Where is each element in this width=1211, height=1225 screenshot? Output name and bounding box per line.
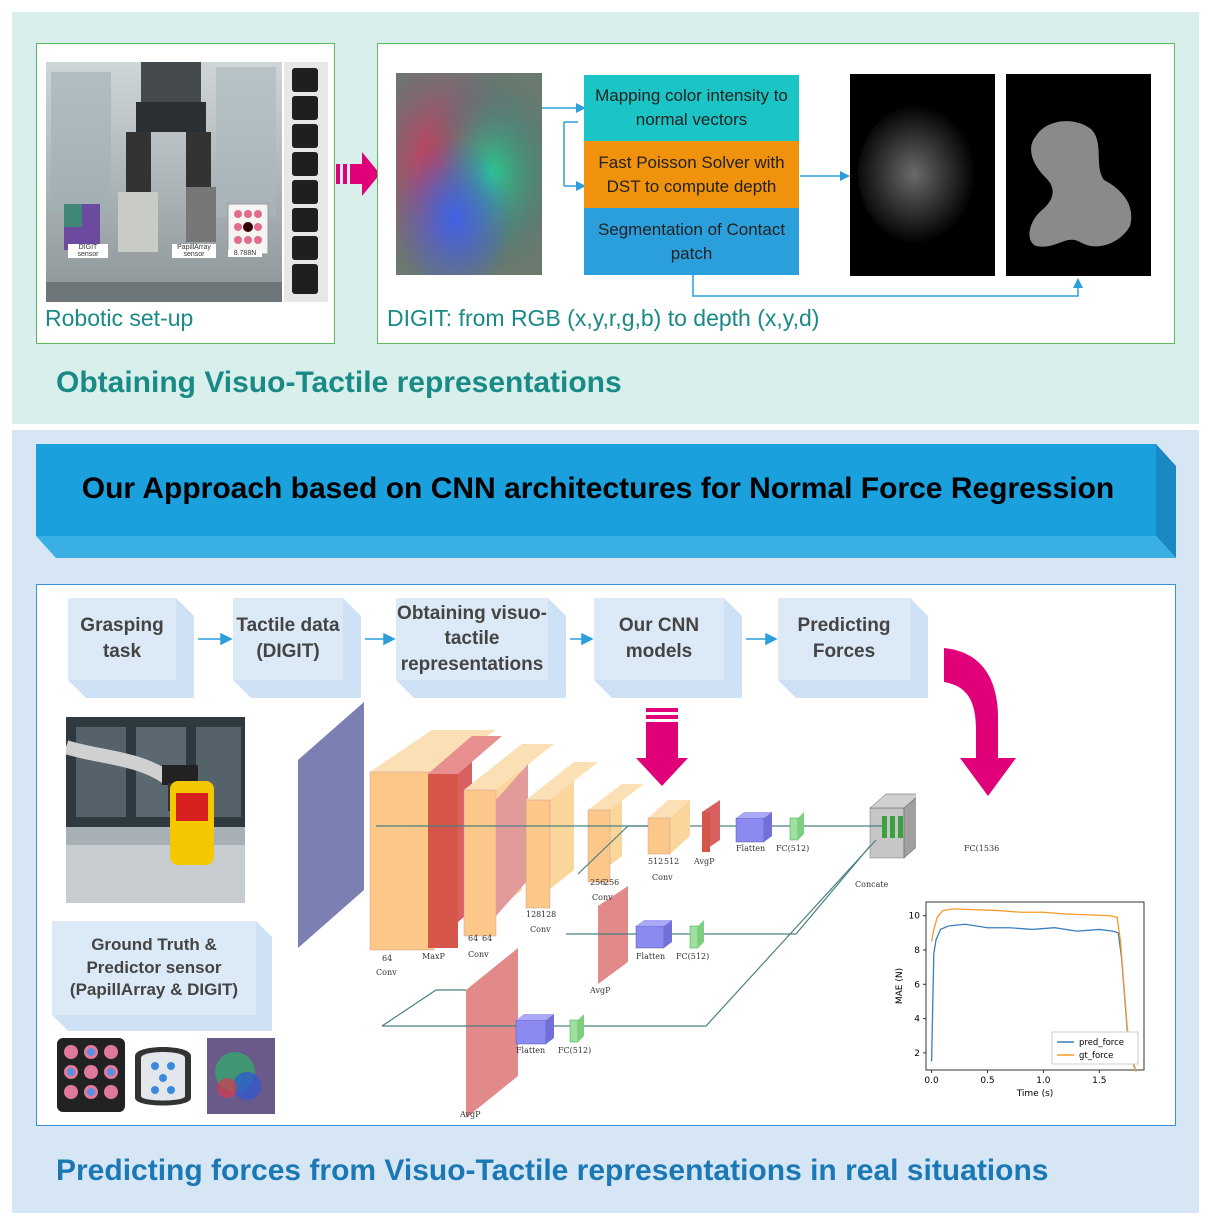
cnn-label-conv-5: Conv	[652, 873, 673, 882]
legend-label: pred_force	[1079, 1038, 1124, 1048]
step-normal-vectors: Mapping color intensity to normal vector…	[584, 75, 799, 141]
cnn-label-conv-1: Conv	[376, 968, 397, 977]
digit-panel-caption: DIGIT: from RGB (x,y,r,g,b) to depth (x,…	[387, 305, 820, 331]
plot-ylabel: MAE (N)	[895, 968, 905, 1004]
cnn-label-avgp-1: AvgP	[694, 857, 715, 866]
cnn-label-flatten-1: Flatten	[736, 844, 766, 853]
magenta-down-arrow-icon	[636, 708, 688, 786]
cnn-label-avgp-3: AvgP	[460, 1110, 481, 1119]
cnn-label-conv-3: Conv	[530, 925, 551, 934]
cnn-label-128b: 128	[541, 910, 557, 919]
pipeline-visuo-tactile: Obtaining visuo-tactile representations	[397, 602, 547, 675]
cnn-architecture-diagram	[298, 702, 916, 1118]
plot-xlabel: Time (s)	[1016, 1089, 1054, 1099]
x-tick-label: 0.0	[924, 1076, 939, 1086]
cnn-label-conv-2: Conv	[468, 950, 489, 959]
depth-map-image	[850, 74, 995, 276]
robot-setup-photo	[46, 62, 282, 302]
cnn-label-fc1536: FC(1536	[964, 844, 1000, 853]
y-tick-label: 2	[914, 1049, 920, 1059]
bottom-section-heading: Predicting forces from Visuo-Tactile rep…	[56, 1154, 1049, 1187]
x-tick-label: 1.0	[1036, 1076, 1051, 1086]
cnn-label-fc512-3: FC(512)	[558, 1046, 592, 1055]
cnn-label-flatten-3: Flatten	[516, 1046, 546, 1055]
cnn-label-avgp-2: AvgP	[590, 986, 611, 995]
series-line-gt_force	[930, 908, 1137, 1072]
y-tick-label: 10	[909, 912, 921, 922]
cnn-label-concate: Concate	[855, 880, 889, 889]
cnn-label-512a: 512	[648, 857, 664, 866]
step-poisson-solver: Fast Poisson Solver with DST to compute …	[584, 141, 799, 208]
sensor-box	[52, 921, 272, 1031]
cnn-label-64b: 64	[468, 934, 479, 943]
step-segmentation: Segmentation of Contact patch	[584, 208, 799, 275]
pipeline-cnn-models: Our CNN models	[618, 615, 700, 662]
legend-label: gt_force	[1079, 1051, 1113, 1061]
digit-rgb-image	[396, 73, 542, 275]
y-tick-label: 6	[914, 980, 920, 990]
cnn-label-64a: 64	[382, 954, 393, 963]
papillarray-sensor-label: PapillArray sensor	[172, 244, 216, 258]
cnn-label-flatten-2: Flatten	[636, 952, 666, 961]
approach-banner-title: Our Approach based on CNN architectures …	[81, 472, 1115, 505]
robot-setup-caption: Robotic set-up	[45, 305, 194, 331]
plot-legend-box	[1051, 1031, 1139, 1065]
pipeline-tactile-data: Tactile data (DIGIT)	[236, 615, 340, 662]
sensor-photos	[57, 1038, 275, 1114]
cnn-label-512b: 512	[664, 857, 680, 866]
digit-flow-arrows	[542, 103, 586, 191]
x-tick-label: 0.5	[980, 1076, 994, 1086]
segmentation-arrows	[692, 171, 1083, 297]
grasping-photo	[66, 717, 245, 903]
cnn-label-fc512-1: FC(512)	[776, 844, 810, 853]
sensor-box-text: Ground Truth & Predictor sensor (PapillA…	[69, 934, 239, 1000]
contact-patch-image	[1006, 74, 1151, 276]
y-tick-label: 8	[914, 946, 920, 956]
pipeline-predicting-forces: Predicting Forces	[797, 615, 891, 662]
approach-banner	[36, 444, 1176, 558]
digit-sensor-label: DIGIT sensor	[68, 244, 108, 258]
cnn-label-128a: 128	[526, 910, 542, 919]
cnn-input-image	[298, 702, 364, 948]
x-tick-label: 1.5	[1092, 1076, 1106, 1086]
magenta-curved-arrow-icon	[944, 648, 1016, 796]
cnn-label-maxp: MaxP	[422, 952, 445, 961]
pipeline-boxes	[68, 598, 928, 698]
cnn-label-256a: 256	[590, 878, 606, 887]
force-readout-label: 8.788N	[228, 250, 262, 257]
cnn-label-64c: 64	[482, 934, 493, 943]
magenta-arrow-right-icon	[336, 152, 380, 196]
cnn-label-fc512-2: FC(512)	[676, 952, 710, 961]
cnn-label-256b: 256	[604, 878, 620, 887]
gripper-strip-photo	[284, 62, 328, 302]
top-section-heading: Obtaining Visuo-Tactile representations	[56, 366, 622, 399]
pipeline-grasping-task: Grasping task	[80, 615, 164, 662]
cnn-label-conv-4: Conv	[592, 893, 613, 902]
y-tick-label: 4	[914, 1015, 920, 1025]
force-plot: 0.0 0.5 1.0 1.5 2 4 6 8 10 pred_force gt_force Ti…	[895, 901, 1145, 1099]
